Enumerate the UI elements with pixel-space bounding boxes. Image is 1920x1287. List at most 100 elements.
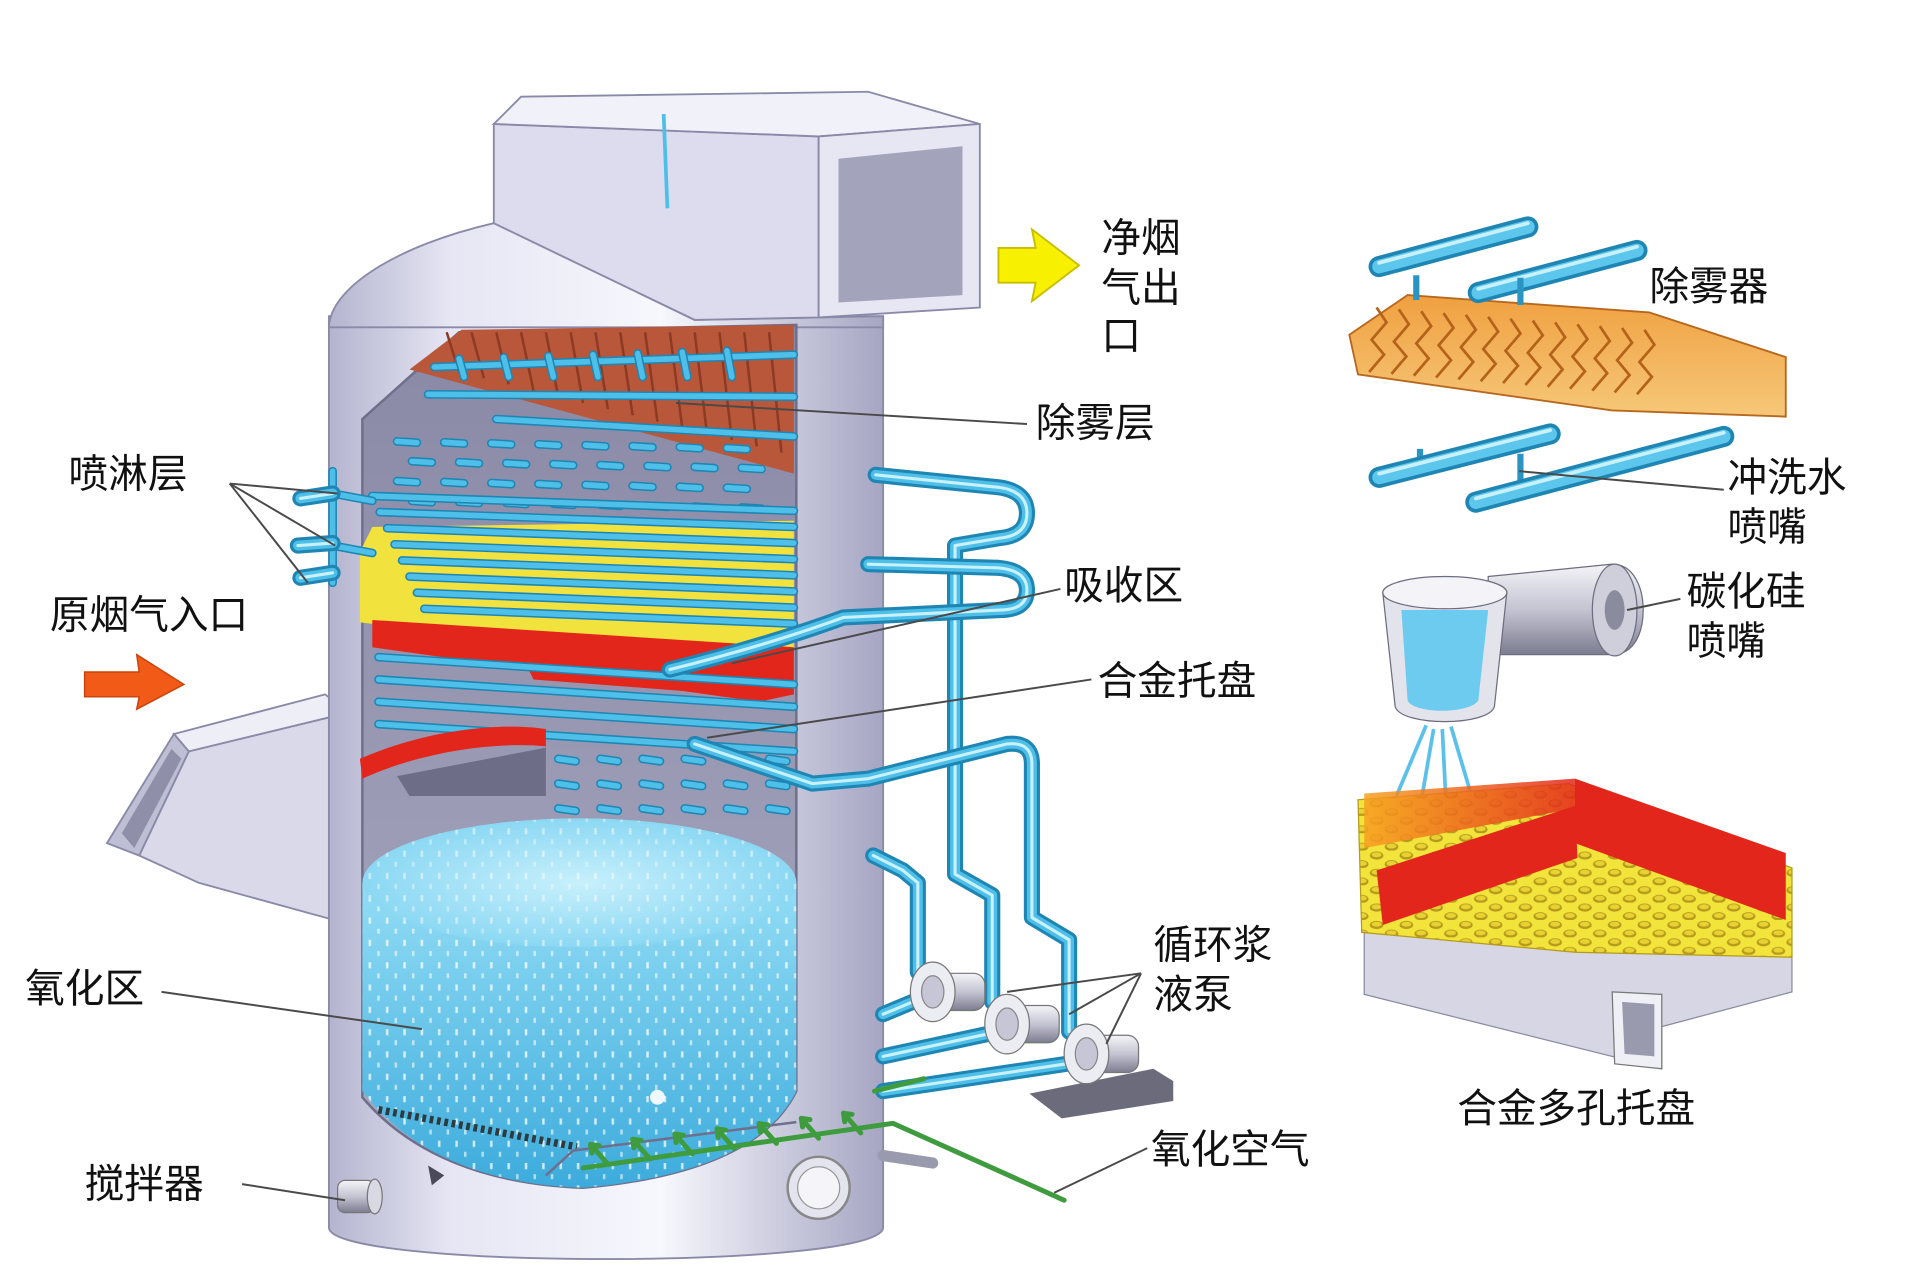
- leader-pump-3: [1105, 972, 1142, 1045]
- spray-header-pipe: [406, 573, 797, 595]
- slurry-bubbles: [362, 882, 797, 1188]
- pump-2: [984, 993, 1060, 1055]
- spray-feed-pipe-left-highlight: [296, 491, 335, 580]
- demister-mesh-strip: [668, 332, 684, 428]
- leader-pump-1: [1006, 972, 1142, 993]
- inset-flush-pipe-lower-1: [1372, 427, 1558, 485]
- spray-nozzle-stub: [766, 805, 790, 814]
- pump-eye: [1074, 1037, 1099, 1071]
- label-clean-gas-outlet-line-2: 气出: [1101, 265, 1180, 311]
- label-sic-nozzle-line-1: 碳化硅: [1687, 569, 1806, 615]
- spray-header-pipe: [369, 493, 797, 514]
- spray-nozzle-stub: [503, 460, 529, 468]
- spray-nozzle-stub: [681, 805, 705, 814]
- pump-suction-pipe-3-highlight: [881, 1062, 1069, 1093]
- air-nozzle-arrowhead: [714, 1126, 729, 1140]
- raw-gas-inlet-arrow: [83, 653, 186, 711]
- tray-wall-back-right: [1574, 778, 1786, 920]
- circulation-pumps: [909, 961, 1174, 1119]
- pump-3: [1063, 1023, 1140, 1085]
- demister-plate: [1524, 319, 1545, 386]
- spray-nozzle-stub: [597, 805, 621, 814]
- spray-nozzle-stub: [766, 756, 790, 765]
- tray-wall-back-left: [1364, 778, 1575, 849]
- inset-porous-tray: [1357, 778, 1793, 1070]
- air-nozzle-arrowhead: [672, 1131, 686, 1146]
- spray-nozzle-stub: [639, 756, 663, 765]
- label-alloy-porous-tray: 合金多孔托盘: [1457, 1086, 1695, 1132]
- demister-plate: [1635, 329, 1657, 396]
- air-nozzle-arrowhead: [630, 1136, 644, 1151]
- spray-pipe-lower: [375, 676, 797, 710]
- spray-nozzle-stub: [441, 479, 467, 487]
- spray-nozzle-stub: [582, 482, 609, 489]
- spray-nozzle-stub: [535, 441, 562, 449]
- nozzle-cup-rim: [1382, 575, 1508, 610]
- spray-nozzle-stub: [724, 805, 748, 814]
- pump-eye: [920, 975, 945, 1009]
- air-main-line: [580, 1120, 1067, 1203]
- label-oxidation-zone: 氧化区: [25, 966, 144, 1012]
- drain-pipe: [877, 1149, 939, 1169]
- raw-gas-inlet-duct: [105, 693, 350, 925]
- leader-spray-layer-2: [229, 482, 336, 547]
- slurry-splash: [650, 1089, 665, 1105]
- circulation-pipe-short-highlight: [871, 853, 920, 974]
- spray-nozzle-stub: [724, 780, 748, 789]
- spray-nozzle-stub: [488, 440, 514, 448]
- inset-flush-pipe-lower-2-highlight: [1473, 430, 1726, 501]
- inset-flush-pipe-upper-1: [1372, 220, 1535, 274]
- tower-bottom-fittings: [336, 1149, 939, 1221]
- inset-flush-pipe-lower-2: [1468, 429, 1731, 509]
- leader-flush-nozzle: [1519, 470, 1724, 491]
- demister-mesh-strip: [643, 332, 659, 422]
- spray-nozzle-stub: [639, 780, 663, 789]
- flush-nozzle-stub: [590, 352, 601, 380]
- leader-spray-layer-1: [229, 482, 338, 495]
- leader-lines: [161, 401, 1724, 1202]
- label-absorption-zone: 吸收区: [1064, 563, 1183, 609]
- inset-demister: [1348, 216, 1787, 513]
- leader-sic-nozzle: [1626, 597, 1681, 611]
- leader-oxidation-air: [1053, 1147, 1148, 1194]
- demister-plate: [1568, 323, 1590, 390]
- demister-plate: [1591, 325, 1612, 392]
- agitator: [336, 1165, 445, 1215]
- label-alloy-tray: 合金托盘: [1098, 658, 1257, 704]
- demister-plate: [1479, 316, 1500, 383]
- spray-nozzle-stub: [691, 464, 718, 471]
- label-oxidation-air: 氧化空气: [1151, 1127, 1310, 1173]
- demister-plate: [1502, 317, 1523, 385]
- spray-pipe-lower: [375, 698, 797, 732]
- air-nozzle-arrowhead: [840, 1110, 855, 1125]
- spray-pipe-lower: [375, 654, 797, 688]
- circulation-pipe-middle-highlight: [668, 562, 1029, 672]
- flush-pipe: [425, 391, 797, 400]
- spray-nozzle-stub: [441, 439, 467, 447]
- circulation-pipe-top-highlight: [874, 473, 1029, 1004]
- air-nozzle-arrowhead: [756, 1121, 771, 1135]
- demister-plate: [1390, 308, 1411, 375]
- label-circulation-pump-line-1: 循环浆: [1153, 922, 1272, 968]
- spray-nozzle-stub: [555, 805, 579, 814]
- spray-nozzle-stub: [724, 445, 750, 453]
- flush-nozzle-stub: [724, 347, 735, 380]
- spray-nozzle-stub: [644, 463, 671, 470]
- air-nozzle-arrowhead: [588, 1141, 602, 1156]
- spray-nozzle-stub: [639, 805, 663, 814]
- nozzle-cup-water: [1401, 610, 1489, 711]
- demister-plate: [1368, 306, 1389, 373]
- label-flush-nozzle-line-1: 冲洗水: [1727, 455, 1846, 501]
- spray-header-pipe: [391, 541, 797, 562]
- leader-alloy-tray: [706, 678, 1092, 739]
- label-demister: 除雾器: [1649, 264, 1768, 310]
- spray-feed-pipe-left-edge: [289, 485, 341, 586]
- spray-nozzle-stub: [738, 465, 765, 472]
- spray-jet: [1449, 726, 1473, 795]
- outlet-duct-top: [491, 90, 981, 138]
- spray-nozzle-stub: [724, 484, 750, 492]
- spray-header-pipe: [421, 605, 797, 627]
- demister-mesh-strip: [693, 332, 709, 435]
- inset-demister-block: [1348, 294, 1787, 418]
- pump-suction-pipe-2-highlight: [881, 1032, 989, 1058]
